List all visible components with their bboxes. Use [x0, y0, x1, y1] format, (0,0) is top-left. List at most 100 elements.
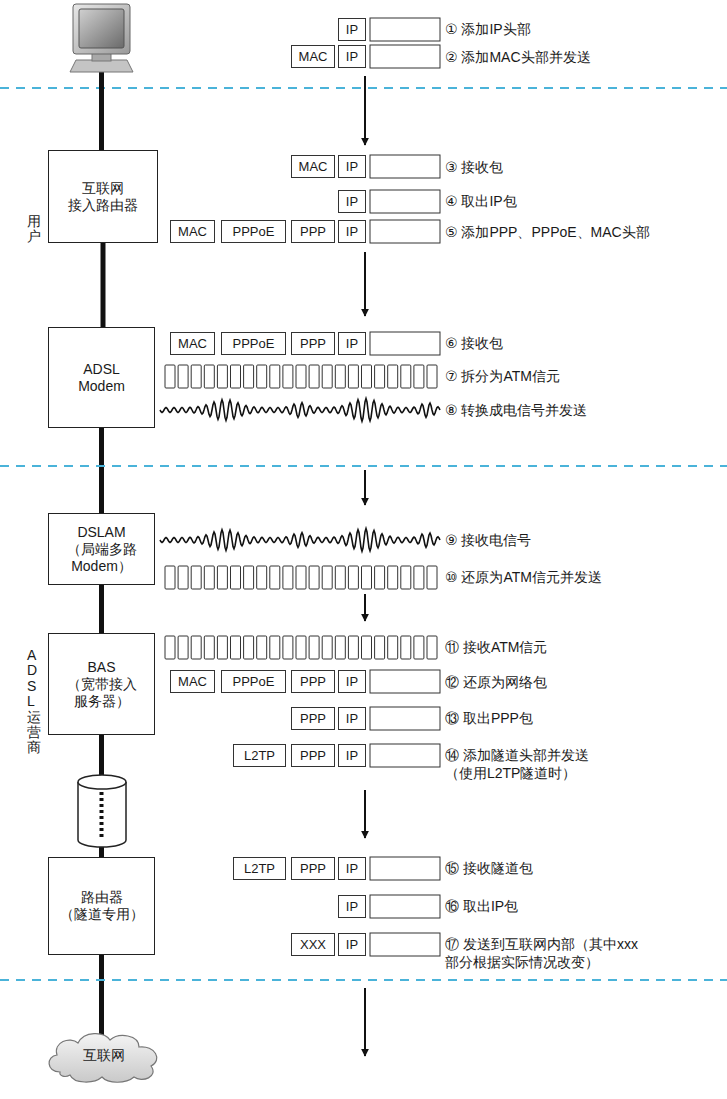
atm-cell	[178, 365, 188, 388]
atm-cell	[165, 365, 175, 388]
payload-box	[370, 744, 440, 767]
atm-cell	[283, 566, 293, 589]
header-box: L2TP	[233, 857, 286, 880]
payload-boxes	[370, 18, 440, 956]
cable-connector	[99, 955, 104, 1042]
atm-cell	[296, 566, 306, 589]
atm-cell	[388, 365, 398, 388]
header-box: MAC	[170, 670, 215, 693]
header-label: PPP	[300, 674, 326, 689]
atm-cell	[401, 566, 411, 589]
box-label: （宽带接入 服务器）	[59, 676, 145, 710]
atm-cell	[335, 636, 345, 659]
atm-cell	[231, 365, 241, 388]
header-label: IP	[346, 159, 358, 174]
cable-connector	[99, 428, 104, 513]
payload-box	[370, 18, 440, 41]
step-label: ⑧ 转换成电信号并发送	[445, 401, 587, 419]
atm-cell	[348, 636, 358, 659]
step-label: ⑪ 接收ATM信元	[445, 638, 547, 656]
payload-box	[370, 155, 440, 178]
header-box: PPPoE	[221, 220, 286, 243]
header-box: PPP	[291, 220, 335, 243]
atm-cell	[244, 566, 254, 589]
atm-cell	[217, 365, 227, 388]
header-box: IP	[338, 670, 366, 693]
header-box: IP	[338, 895, 366, 918]
atm-cell	[191, 566, 201, 589]
flow-arrow	[364, 76, 366, 145]
header-box: XXX	[291, 933, 335, 956]
device-box: DSLAM（局端多路 Modem）	[48, 513, 155, 585]
flow-arrow	[364, 470, 366, 505]
cable-line	[99, 68, 104, 150]
payload-box	[370, 895, 440, 918]
step-label: ⑨ 接收电信号	[445, 531, 531, 549]
step-label: ⑦ 拆分为ATM信元	[445, 367, 560, 385]
header-label: IP	[346, 49, 358, 64]
atm-cell	[204, 566, 214, 589]
atm-cell	[257, 566, 267, 589]
header-label: IP	[346, 748, 358, 763]
atm-cell	[375, 636, 385, 659]
atm-cell	[427, 365, 437, 388]
header-label: PPPoE	[233, 224, 275, 239]
box-label: DSLAM	[77, 524, 125, 541]
cloud-node: 互联网	[42, 1028, 166, 1084]
header-box: PPPoE	[221, 670, 286, 693]
atm-cell	[401, 365, 411, 388]
header-label: MAC	[178, 224, 207, 239]
atm-cell	[178, 566, 188, 589]
atm-cell	[191, 365, 201, 388]
header-box: MAC	[291, 45, 335, 68]
cloud-shape	[49, 1034, 157, 1083]
header-label: PPP	[300, 336, 326, 351]
header-box: IP	[338, 332, 366, 355]
device-box: BAS（宽带接入 服务器）	[48, 633, 155, 735]
header-label: IP	[346, 194, 358, 209]
header-label: XXX	[300, 937, 326, 952]
atm-cell	[165, 636, 175, 659]
atm-cell	[270, 365, 280, 388]
atm-cell	[414, 365, 424, 388]
header-box: L2TP	[233, 744, 286, 767]
separator-line	[0, 87, 727, 89]
box-label: BAS	[87, 659, 115, 676]
atm-cell	[388, 566, 398, 589]
step-label: ③ 接收包	[445, 158, 503, 176]
signal-wave	[160, 529, 440, 552]
header-label: PPP	[300, 748, 326, 763]
header-label: IP	[346, 861, 358, 876]
atm-cell	[375, 566, 385, 589]
header-label: PPP	[300, 224, 326, 239]
step-label: ⑮ 接收隧道包	[445, 859, 533, 877]
header-label: IP	[346, 224, 358, 239]
separator-line	[0, 979, 727, 981]
payload-box	[370, 857, 440, 880]
header-box: IP	[338, 45, 366, 68]
header-box: PPP	[291, 707, 335, 730]
header-label: MAC	[178, 674, 207, 689]
header-box: IP	[338, 707, 366, 730]
atm-cell	[204, 636, 214, 659]
header-box: IP	[338, 18, 366, 41]
atm-cell	[362, 365, 372, 388]
step-label: ② 添加MAC头部并发送	[445, 48, 591, 66]
atm-cell	[322, 566, 332, 589]
atm-cell	[283, 365, 293, 388]
atm-cell	[296, 636, 306, 659]
box-label: （隧道专用）	[60, 906, 144, 923]
header-box: IP	[338, 155, 366, 178]
atm-cell	[204, 365, 214, 388]
cable-connector	[101, 243, 106, 327]
payload-box	[370, 190, 440, 213]
signal-wave	[160, 399, 440, 422]
header-box: IP	[338, 220, 366, 243]
atm-cell	[309, 566, 319, 589]
atm-cell	[231, 636, 241, 659]
header-box: PPP	[291, 857, 335, 880]
box-label: 路由器	[81, 889, 123, 906]
device-box: 互联网 接入路由器	[48, 150, 158, 243]
header-box: MAC	[291, 155, 335, 178]
step-label: ⑩ 还原为ATM信元并发送	[445, 568, 602, 586]
